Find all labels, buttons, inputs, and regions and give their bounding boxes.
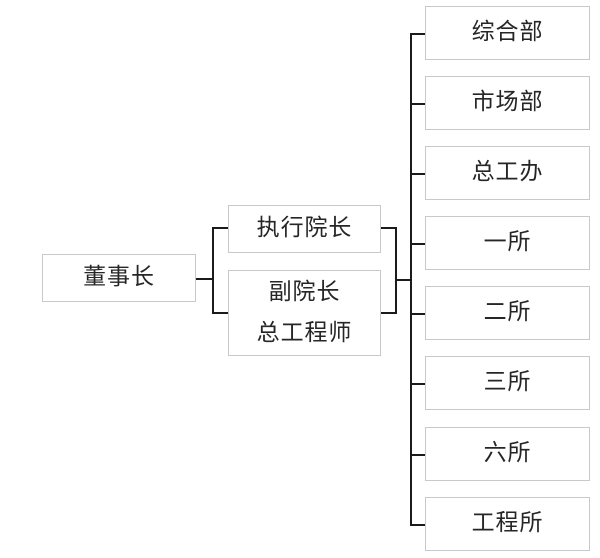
connector-vice-dean-to-right-bracket: [379, 312, 397, 314]
connector-bracket-to-vice-dean: [212, 312, 230, 314]
connector-trunk-to-dept-1: [410, 33, 426, 35]
org-node-department[interactable]: 一所: [425, 216, 590, 270]
org-node-vice-dean-label-line2: 总工程师: [256, 319, 353, 346]
connector-trunk-to-dept-8: [410, 524, 426, 526]
org-node-department[interactable]: 综合部: [425, 6, 590, 60]
org-node-department-label: 综合部: [471, 19, 544, 46]
org-node-exec-dean-label: 执行院长: [256, 215, 353, 242]
connector-trunk-to-dept-6: [410, 383, 426, 385]
connector-root-to-bracket: [196, 278, 214, 280]
org-node-department-label: 工程所: [471, 510, 544, 537]
connector-left-bracket-spine: [212, 227, 214, 314]
org-node-vice-dean[interactable]: 副院长 总工程师: [228, 270, 381, 356]
org-node-vice-dean-label-line1: 副院长: [268, 279, 341, 306]
org-node-department[interactable]: 总工办: [425, 146, 590, 200]
org-node-department-label: 一所: [483, 229, 532, 256]
connector-exec-dean-to-right-bracket: [379, 227, 397, 229]
connector-right-bracket-spine: [395, 227, 397, 314]
org-node-exec-dean[interactable]: 执行院长: [228, 205, 381, 253]
org-node-department-label: 二所: [483, 299, 532, 326]
org-node-department[interactable]: 六所: [425, 427, 590, 481]
connector-trunk-to-dept-7: [410, 454, 426, 456]
connector-trunk-to-dept-2: [410, 103, 426, 105]
connector-trunk-to-dept-3: [410, 173, 426, 175]
org-node-department[interactable]: 二所: [425, 286, 590, 340]
connector-trunk-to-dept-4: [410, 243, 426, 245]
org-node-department-label: 总工办: [471, 159, 544, 186]
org-node-department[interactable]: 市场部: [425, 76, 590, 130]
org-node-department-label: 市场部: [471, 89, 544, 116]
connector-department-trunk: [410, 33, 412, 526]
connector-right-bracket-to-trunk: [395, 279, 412, 281]
org-node-department-label: 六所: [483, 440, 532, 467]
connector-trunk-to-dept-5: [410, 313, 426, 315]
org-node-department-label: 三所: [483, 369, 532, 396]
org-node-department[interactable]: 三所: [425, 356, 590, 410]
org-node-department[interactable]: 工程所: [425, 497, 590, 551]
org-node-chairman-label: 董事长: [83, 264, 155, 291]
connector-bracket-to-exec-dean: [212, 227, 230, 229]
org-node-chairman[interactable]: 董事长: [42, 254, 196, 302]
